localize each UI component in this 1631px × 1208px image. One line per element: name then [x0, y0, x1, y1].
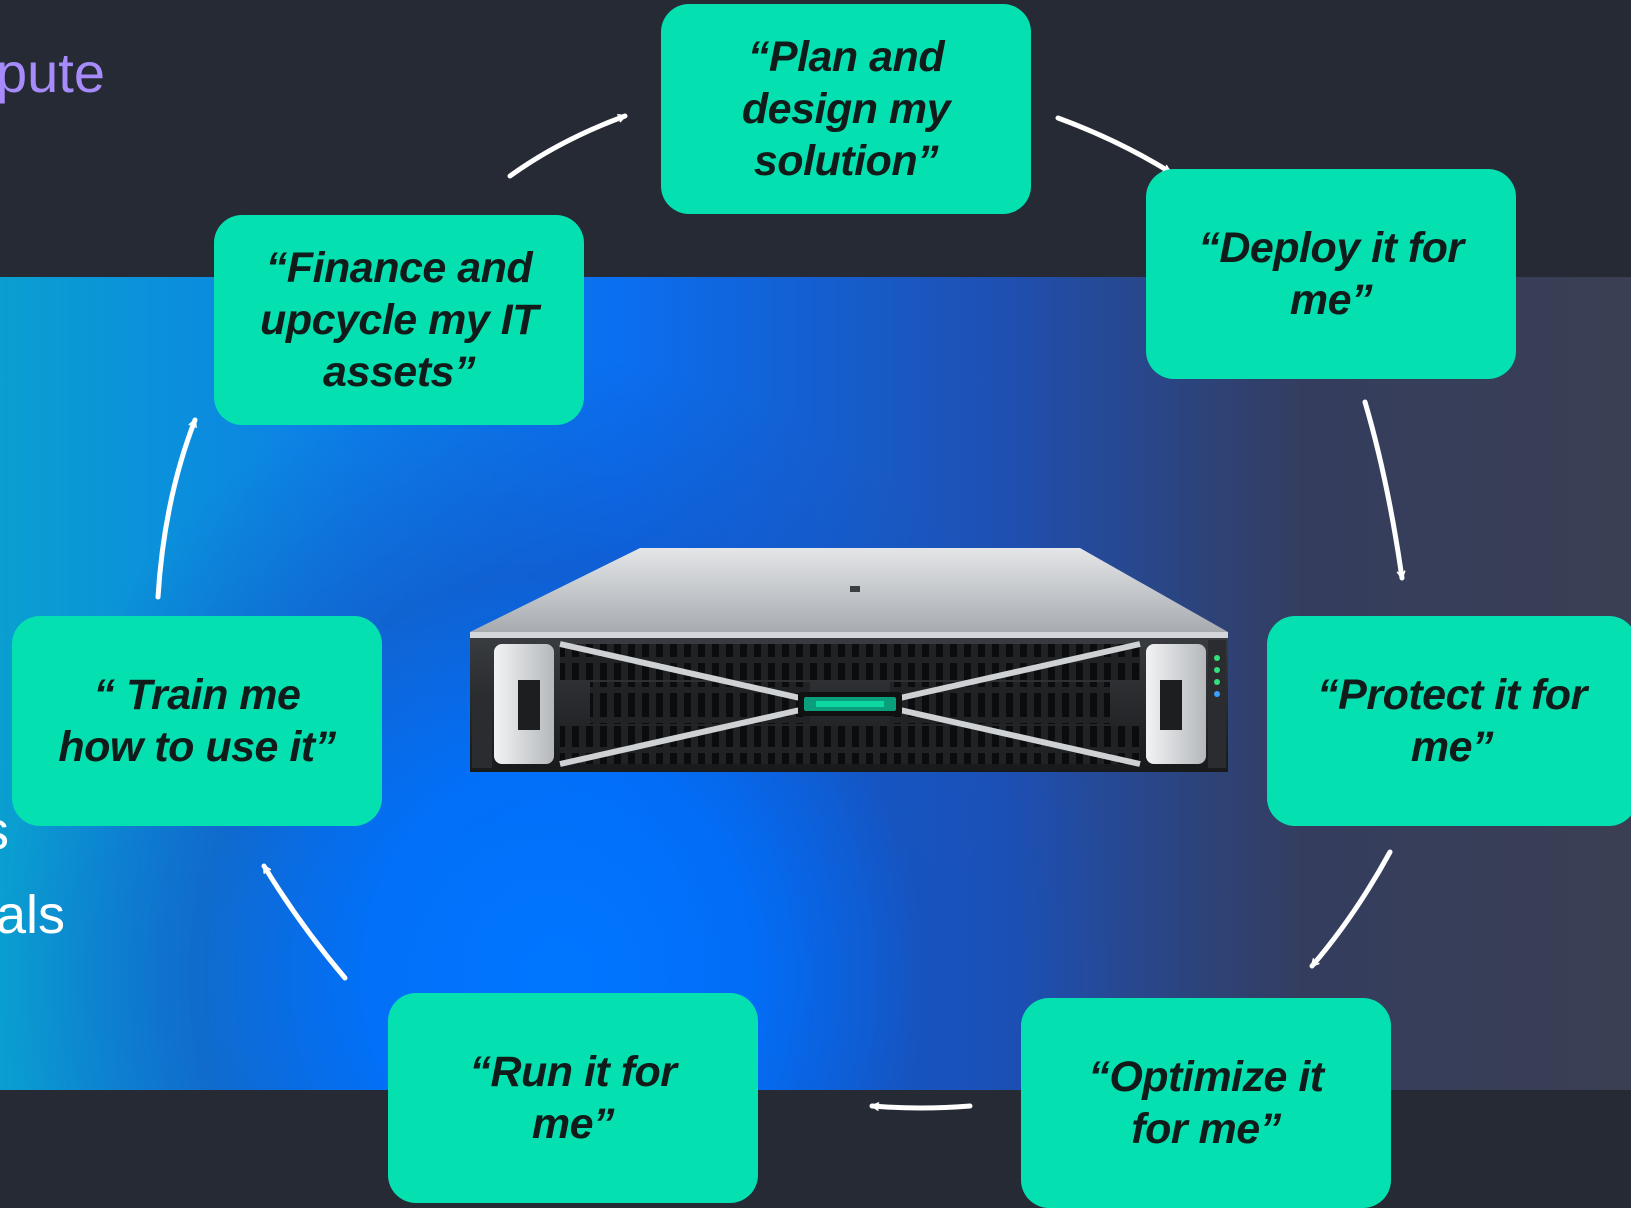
- card-train: “ Train me how to use it”: [12, 616, 382, 826]
- arrow-finance-to-plan: [507, 113, 628, 179]
- card-run: “Run it for me”: [388, 993, 758, 1203]
- card-train-text: “ Train me how to use it”: [58, 671, 336, 771]
- card-plan-text: “Plan and design my solution”: [741, 33, 951, 185]
- card-deploy-text: “Deploy it for me”: [1198, 224, 1464, 324]
- card-optimize-text: “Optimize it for me”: [1088, 1053, 1324, 1153]
- card-plan-and-design: “Plan and design my solution”: [661, 4, 1031, 214]
- card-finance-and-upcycle: “Finance and upcycle my IT assets”: [214, 215, 584, 425]
- card-run-text: “Run it for me”: [469, 1048, 677, 1148]
- card-protect: “Protect it for me”: [1267, 616, 1631, 826]
- card-deploy: “Deploy it for me”: [1146, 169, 1516, 379]
- partial-heading-text: pute: [0, 41, 105, 104]
- arrow-optimize-to-run: [869, 1102, 973, 1111]
- arrow-plan-to-deploy: [1055, 115, 1173, 175]
- card-optimize: “Optimize it for me”: [1021, 998, 1391, 1208]
- card-protect-text: “Protect it for me”: [1317, 671, 1587, 771]
- partial-body-text-2: als: [0, 885, 66, 945]
- partial-body-text-1: s: [0, 800, 9, 862]
- card-finance-text: “Finance and upcycle my IT assets”: [260, 244, 538, 396]
- server-rack-image: [470, 548, 1228, 772]
